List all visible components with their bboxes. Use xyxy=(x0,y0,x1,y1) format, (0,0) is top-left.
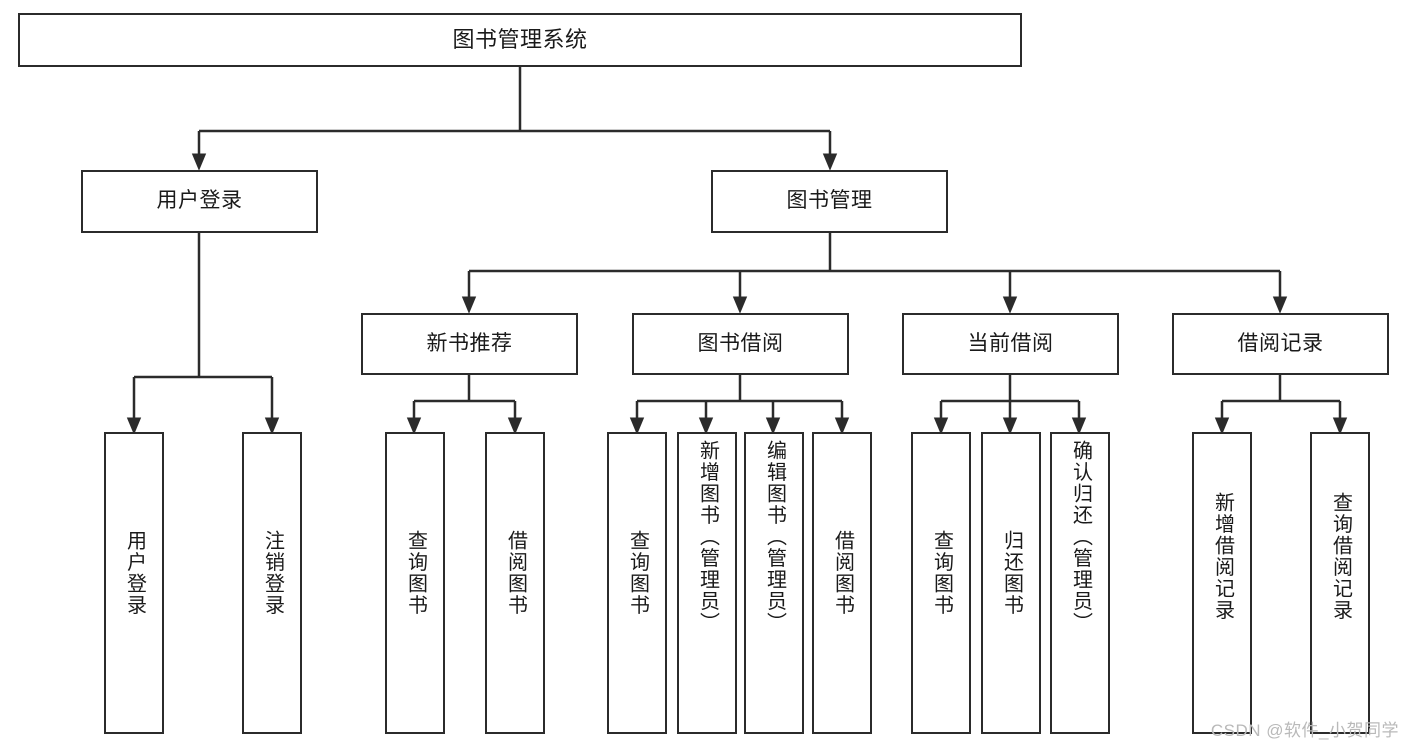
node-current-borrow-label: 当前借阅 xyxy=(967,331,1054,355)
node-leaf-confirm-return-label: 确认归还（管理员） xyxy=(1069,440,1092,634)
node-borrow-record-label: 借阅记录 xyxy=(1237,331,1324,355)
node-new-book-rec[interactable]: 新书推荐 xyxy=(361,313,578,375)
node-book-manage-label: 图书管理 xyxy=(786,189,873,213)
node-leaf-query-record-label: 查询借阅记录 xyxy=(1329,492,1352,621)
node-leaf-user-login[interactable]: 用户登录 xyxy=(104,432,164,734)
node-leaf-add-book-label: 新增图书（管理员） xyxy=(696,440,719,634)
node-leaf-borrow-book-2-label: 借阅图书 xyxy=(831,530,854,616)
node-leaf-logout-login-label: 注销登录 xyxy=(261,530,284,616)
node-user-login-label: 用户登录 xyxy=(156,189,243,213)
node-leaf-edit-book[interactable]: 编辑图书（管理员） xyxy=(744,432,804,734)
node-leaf-add-book[interactable]: 新增图书（管理员） xyxy=(677,432,737,734)
node-current-borrow[interactable]: 当前借阅 xyxy=(902,313,1119,375)
node-leaf-return-book[interactable]: 归还图书 xyxy=(981,432,1041,734)
node-book-borrow-label: 图书借阅 xyxy=(697,331,784,355)
node-leaf-query-book-3-label: 查询图书 xyxy=(930,530,953,616)
node-leaf-query-book-2-label: 查询图书 xyxy=(626,530,649,616)
node-borrow-record[interactable]: 借阅记录 xyxy=(1172,313,1389,375)
node-leaf-borrow-book-2[interactable]: 借阅图书 xyxy=(812,432,872,734)
node-root-label: 图书管理系统 xyxy=(452,27,588,53)
node-leaf-query-record[interactable]: 查询借阅记录 xyxy=(1310,432,1370,734)
node-leaf-add-record[interactable]: 新增借阅记录 xyxy=(1192,432,1252,734)
node-leaf-confirm-return[interactable]: 确认归还（管理员） xyxy=(1050,432,1110,734)
node-leaf-query-book-1[interactable]: 查询图书 xyxy=(385,432,445,734)
node-leaf-borrow-book-1-label: 借阅图书 xyxy=(504,530,527,616)
node-root[interactable]: 图书管理系统 xyxy=(18,13,1022,67)
node-user-login[interactable]: 用户登录 xyxy=(81,170,318,233)
node-book-borrow[interactable]: 图书借阅 xyxy=(632,313,849,375)
node-leaf-query-book-2[interactable]: 查询图书 xyxy=(607,432,667,734)
node-leaf-query-book-1-label: 查询图书 xyxy=(404,530,427,616)
node-leaf-add-record-label: 新增借阅记录 xyxy=(1211,492,1234,621)
node-leaf-user-login-label: 用户登录 xyxy=(123,530,146,616)
node-leaf-borrow-book-1[interactable]: 借阅图书 xyxy=(485,432,545,734)
node-leaf-return-book-label: 归还图书 xyxy=(1000,530,1023,616)
csdn-watermark: CSDN @软件_小贺同学 xyxy=(1210,721,1399,740)
node-book-manage[interactable]: 图书管理 xyxy=(711,170,948,233)
node-leaf-edit-book-label: 编辑图书（管理员） xyxy=(763,440,786,634)
node-leaf-logout-login[interactable]: 注销登录 xyxy=(242,432,302,734)
node-new-book-rec-label: 新书推荐 xyxy=(426,331,513,355)
node-leaf-query-book-3[interactable]: 查询图书 xyxy=(911,432,971,734)
